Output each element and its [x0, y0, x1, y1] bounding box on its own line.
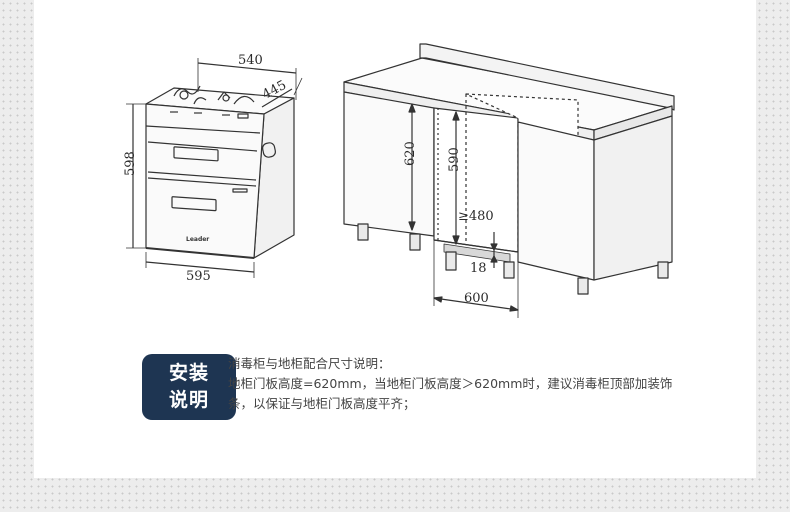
brand-label: Leader	[186, 236, 209, 243]
dim-600-label: 600	[464, 291, 489, 306]
dim-445	[261, 77, 303, 108]
dim-595-label: 595	[186, 269, 211, 284]
dim-620	[408, 103, 416, 231]
dim-18	[490, 232, 498, 268]
base-cabinet	[343, 43, 675, 295]
dim-540	[197, 58, 297, 100]
dim-590	[452, 111, 460, 245]
disinfection-cabinet: Leader	[145, 85, 295, 259]
dim-598	[126, 103, 146, 249]
note-line-2: 条，以保证与地柜门板高度平齐；	[228, 396, 416, 411]
note-line-1: 地柜门板高度=620mm，当地柜门板高度＞620mm时，建议消毒柜顶部加装饰	[228, 376, 673, 391]
dim-590-label: 590	[447, 147, 462, 172]
dim-598-label: 598	[123, 151, 138, 176]
badge-line-2: 说明	[168, 389, 209, 411]
dim-600	[433, 240, 519, 318]
dim-18-label: 18	[470, 261, 487, 276]
note-title: 消毒柜与地柜配合尺寸说明：	[228, 356, 391, 371]
dim-595	[145, 252, 255, 278]
install-instructions-badge: 安装 说明	[142, 354, 236, 420]
installation-note: 消毒柜与地柜配合尺寸说明： 地柜门板高度=620mm，当地柜门板高度＞620mm…	[228, 354, 728, 414]
installation-diagram: Leader	[123, 43, 675, 318]
badge-line-1: 安装	[168, 362, 209, 384]
content-card: Leader	[34, 0, 756, 478]
dim-620-label: 620	[403, 141, 418, 166]
dim-480-label: ≥480	[458, 209, 494, 224]
dim-540-label: 540	[238, 53, 263, 68]
